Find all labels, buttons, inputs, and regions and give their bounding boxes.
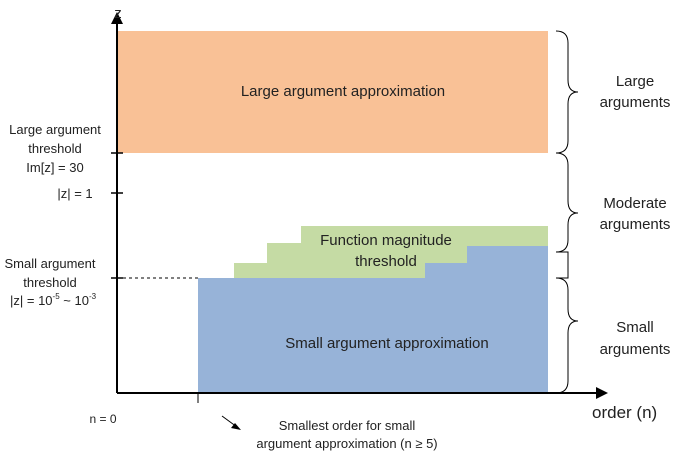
- small-region-label: Small argument approximation: [285, 335, 488, 352]
- z-axis-label: z: [114, 5, 122, 22]
- function-threshold-bracket: [556, 251, 569, 279]
- order-axis-label: order (n): [592, 403, 657, 422]
- large-arguments-label-line2: arguments: [600, 94, 671, 111]
- small-arguments-label-line2: arguments: [600, 341, 671, 358]
- small-argument-region: [198, 246, 548, 393]
- smallest-order-pointer-arrowhead: [231, 423, 241, 430]
- smallest-order-label-line1: Smallest order for small: [279, 418, 416, 433]
- small-threshold-base: |z| = 10: [10, 293, 53, 308]
- moderate-arguments-label-line1: Moderate: [603, 195, 666, 212]
- large-argument-region: [117, 31, 548, 153]
- function-magnitude-threshold-region: [234, 226, 548, 278]
- unit-label: |z| = 1: [57, 186, 92, 201]
- small-arguments-label-line1: Small: [616, 319, 654, 336]
- large-arguments-brace: [555, 30, 579, 154]
- smallest-order-label-line2: argument approximation (n ≥ 5): [256, 436, 437, 451]
- order-axis-arrowhead: [596, 387, 608, 399]
- moderate-arguments-label-line2: arguments: [600, 216, 671, 233]
- function-threshold-label-line1: Function magnitude: [320, 232, 452, 249]
- small-threshold-label-line3: |z| = 10-5 ~ 10-3: [10, 292, 97, 308]
- small-threshold-exponent-2: -3: [89, 292, 97, 301]
- large-arguments-label-line1: Large: [616, 73, 654, 90]
- small-arguments-brace: [555, 277, 579, 394]
- large-threshold-label-line2: threshold: [28, 141, 81, 156]
- function-threshold-label-line2: threshold: [355, 253, 417, 270]
- large-threshold-label-line1: Large argument: [9, 122, 101, 137]
- origin-label: n = 0: [89, 412, 116, 426]
- large-region-label: Large argument approximation: [241, 83, 445, 100]
- large-threshold-label-line3: Im[z] = 30: [26, 160, 83, 175]
- z-axis-arrowhead: [111, 12, 123, 24]
- small-threshold-label-line1: Small argument: [4, 256, 95, 271]
- moderate-arguments-brace: [555, 152, 579, 253]
- small-threshold-separator: ~ 10: [60, 293, 89, 308]
- small-threshold-exponent-1: -5: [53, 292, 61, 301]
- axes: [111, 12, 608, 403]
- small-threshold-label-line2: threshold: [23, 275, 76, 290]
